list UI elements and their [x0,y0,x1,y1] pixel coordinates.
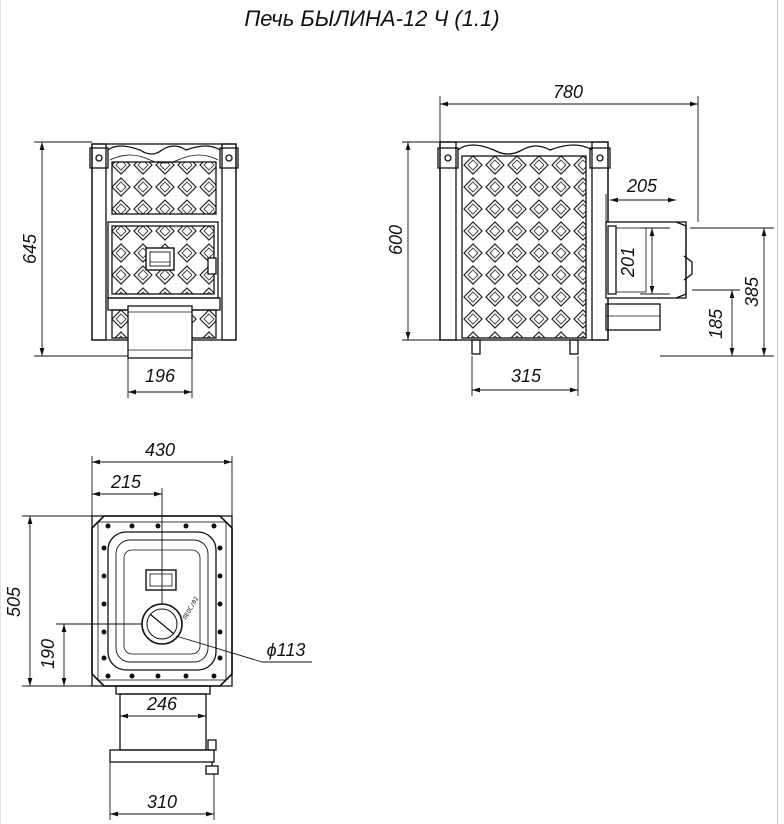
plan-depth-dim: 505 [4,586,24,617]
side-lattice-panel [461,155,587,339]
side-tunnel-top-dim: 385 [742,276,762,307]
plan-flue-diameter-dim: ϕ113 [267,640,306,660]
plan-frame-width-dim: 310 [147,792,177,812]
side-tunnel-length-dim: 205 [626,176,658,196]
plan-half-width-dim: 215 [110,472,142,492]
side-tunnel-bottom-dim: 185 [706,308,726,339]
front-flue-pipe [127,305,193,359]
plan-flue-offset-dim: 190 [38,639,58,669]
front-dimensions [34,141,193,398]
plan-width-dim: 430 [145,440,175,460]
side-depth-dim: 780 [553,82,583,102]
front-upper-lattice [111,161,217,215]
plan-door-window [145,569,177,591]
side-ash-pan [605,303,661,331]
front-view [89,143,239,359]
sheet-left-edge [0,0,1,824]
plan-stamp-text: ЛЕОС/02 [182,595,201,621]
side-height-dim: 600 [386,225,406,255]
front-door-latch [207,257,217,275]
plan-tunnel-width-dim: 246 [146,694,178,714]
side-legs-width-dim: 315 [511,366,542,386]
sheet-right-edge [777,0,778,824]
side-view [437,141,693,355]
plan-frame-base [109,749,215,763]
side-dimensions [402,96,774,396]
drawing-title: Печь БЫЛИНА-12 Ч (1.1) [244,6,499,31]
side-door-height-dim: 201 [618,247,638,278]
plan-dimensions [22,456,312,820]
front-height-dim: 645 [20,233,40,264]
front-flue-width-dim: 196 [145,366,176,386]
